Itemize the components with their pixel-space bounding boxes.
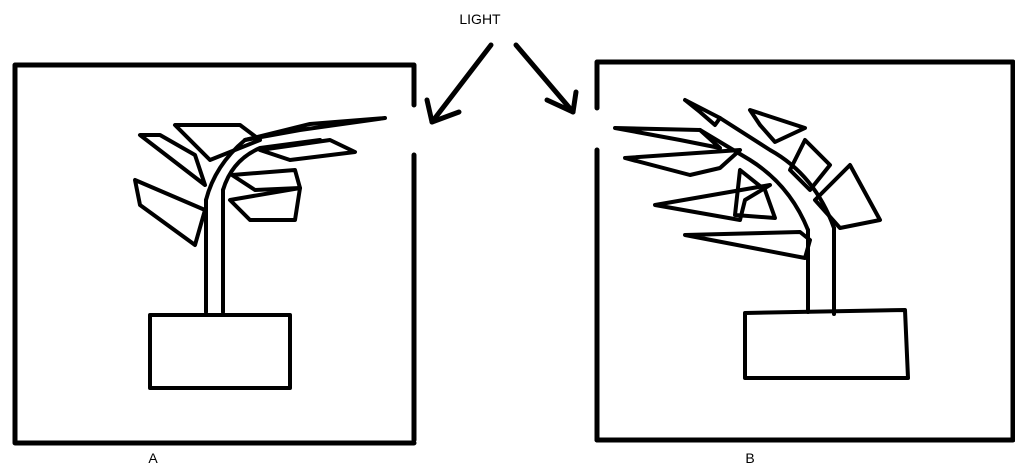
pot-a — [150, 315, 290, 388]
panel-a-label: A — [148, 450, 158, 465]
light-label: LIGHT — [459, 11, 501, 27]
panel-b-label: B — [745, 450, 754, 465]
light-arrow-left — [427, 45, 491, 122]
plant-b — [615, 100, 908, 378]
light-arrow-right — [516, 45, 576, 112]
pot-b — [745, 310, 908, 378]
plant-a — [135, 118, 385, 388]
